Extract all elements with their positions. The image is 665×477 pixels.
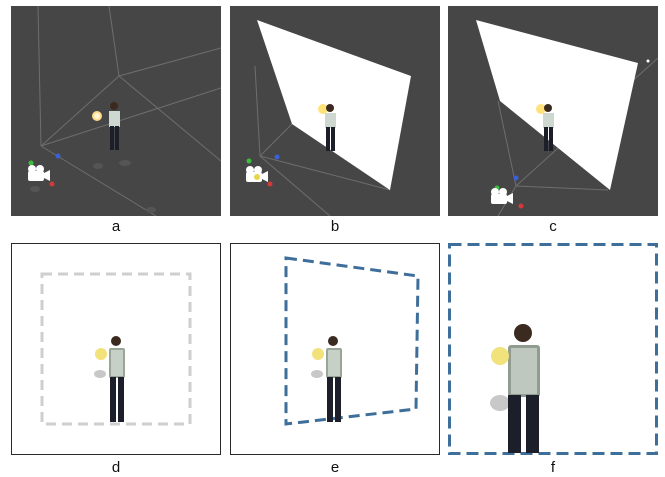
camera-icon — [491, 188, 513, 204]
panel-e-camera-view — [230, 243, 440, 455]
caption-a: a — [111, 218, 121, 235]
camera-view-f-graphic — [448, 243, 658, 455]
caption-d: d — [111, 459, 121, 476]
caption-c: c — [549, 218, 557, 235]
caption-f: f — [550, 459, 556, 476]
scene-c-graphic — [476, 20, 658, 216]
gray-dashed-frame — [40, 272, 192, 426]
axis-gizmo-icon — [28, 153, 61, 187]
point-marker — [646, 59, 650, 63]
camera-icon — [246, 166, 268, 182]
panel-a-scene — [11, 6, 221, 216]
blue-dashed-border-frame — [448, 243, 658, 455]
person-figure — [325, 104, 336, 151]
person-figure — [94, 336, 125, 422]
light-icon — [312, 348, 324, 360]
shadow-marks — [30, 160, 156, 213]
light-icon — [92, 111, 102, 121]
camera-icon — [28, 165, 50, 181]
light-icon — [491, 347, 509, 365]
person-figure — [311, 336, 342, 422]
panel-c-scene — [448, 6, 658, 216]
projection-plane — [257, 20, 411, 190]
panel-b-scene — [230, 6, 440, 216]
panel-f-camera-view — [448, 243, 658, 455]
scene-a-graphic — [28, 6, 221, 216]
camera-view-e-graphic — [284, 256, 420, 426]
light-icon — [95, 348, 107, 360]
person-figure — [543, 104, 554, 151]
person-figure — [109, 102, 120, 150]
person-figure — [490, 324, 540, 453]
light-icon — [318, 104, 328, 114]
light-icon — [536, 104, 546, 114]
projection-plane — [476, 20, 638, 190]
caption-e: e — [330, 459, 340, 476]
axis-gizmo-icon — [246, 154, 280, 187]
axis-gizmo-icon — [494, 175, 524, 209]
camera-view-d-graphic — [40, 272, 192, 426]
panel-d-camera-view — [11, 243, 221, 455]
caption-b: b — [330, 218, 340, 235]
blue-dashed-skewed-frame — [284, 256, 420, 426]
frustum-lines — [254, 65, 391, 216]
frustum-lines — [37, 6, 221, 216]
scene-b-graphic — [246, 20, 411, 216]
